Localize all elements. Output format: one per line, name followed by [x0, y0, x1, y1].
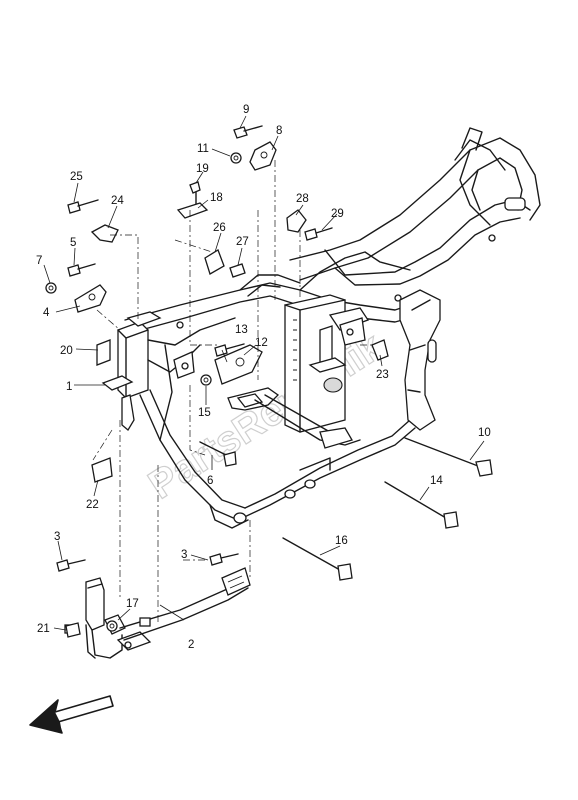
callout-11: 11: [197, 143, 209, 155]
callout-16: 16: [335, 535, 348, 547]
down-tube-section: [139, 317, 246, 521]
callout-7: 7: [36, 255, 42, 267]
pivot-plate: [399, 289, 441, 431]
callout-19: 19: [196, 163, 209, 175]
callout-17: 17: [126, 598, 139, 610]
callout-1: 1: [66, 381, 72, 393]
front-cradle-bracket: [64, 577, 152, 659]
leader-lines: [43, 115, 485, 631]
callout-21: 21: [37, 623, 50, 635]
callout-14: 14: [430, 475, 443, 487]
callout-8: 8: [276, 125, 282, 137]
alignment-lines: [92, 160, 372, 625]
callout-5: 5: [70, 237, 76, 249]
removable-down-tube: [119, 567, 251, 641]
callout-labels: 1 2 3 3 4 5 6 7 8 9 10 11 12 13 14 15 16…: [36, 104, 491, 651]
front-direction-arrow-icon: [29, 695, 114, 734]
rear-frame-section: [289, 127, 541, 302]
callout-26: 26: [213, 222, 226, 234]
callout-23: 23: [376, 369, 389, 381]
callout-22: 22: [86, 499, 99, 511]
callout-9: 9: [243, 104, 249, 116]
callout-28: 28: [296, 193, 309, 205]
center-plate-section: [284, 294, 370, 433]
callout-13: 13: [235, 324, 248, 336]
callout-20: 20: [60, 345, 73, 357]
callout-29: 29: [331, 208, 344, 220]
callout-3a: 3: [54, 531, 60, 543]
lower-rail-section: [209, 419, 416, 529]
watermark: PartsRepublik: [141, 324, 391, 508]
callout-15: 15: [198, 407, 211, 419]
callout-6: 6: [207, 475, 213, 487]
callout-10: 10: [478, 427, 491, 439]
callout-18: 18: [210, 192, 223, 204]
callout-3b: 3: [181, 549, 187, 561]
engine-mount-bracket: [227, 387, 361, 449]
callout-24: 24: [111, 195, 124, 207]
callout-12: 12: [255, 337, 268, 349]
hardware-parts: [45, 125, 493, 638]
steering-head: [101, 311, 162, 431]
callout-4: 4: [43, 307, 50, 319]
callout-2: 2: [188, 639, 194, 651]
callout-27: 27: [236, 236, 249, 248]
callout-25: 25: [70, 171, 83, 183]
